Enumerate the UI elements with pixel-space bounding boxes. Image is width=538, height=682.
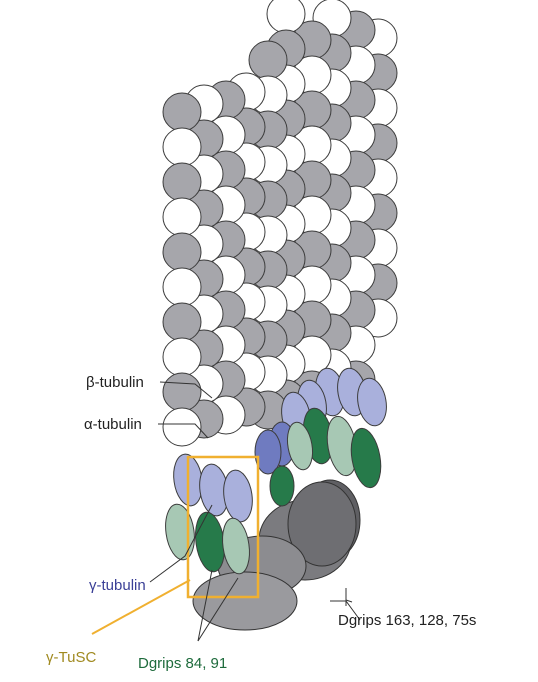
dgrip-84-91-subunit [162, 502, 198, 561]
alpha-tubulin-subunit [163, 268, 201, 306]
dgrips-163-bracket [346, 588, 352, 606]
gamma-tusc-label: γ-TuSC [46, 649, 96, 666]
alpha-tubulin-subunit [163, 128, 201, 166]
dgrip-84-91-subunit [270, 466, 294, 506]
beta-tubulin-subunit [163, 93, 201, 131]
alpha-tubulin-label: α-tubulin [84, 416, 142, 433]
dgrips-84-91-label: Dgrips 84, 91 [138, 655, 227, 672]
alpha-tubulin-subunit [163, 408, 201, 446]
dgrips-163-128-75s-label: Dgrips 163, 128, 75s [338, 612, 476, 629]
beta-tubulin-subunit [163, 233, 201, 271]
gamma-tubulin-subunit [221, 468, 256, 523]
alpha-tubulin-subunit [267, 0, 305, 33]
beta-tubulin-subunit [163, 303, 201, 341]
left-gamma-tusc-group [162, 452, 255, 575]
gamma-tubulin-label: γ-tubulin [89, 577, 146, 594]
beta-tubulin-subunit [163, 163, 201, 201]
alpha-tubulin-subunit [163, 338, 201, 376]
dgrip-large-bottom [193, 572, 297, 630]
beta-tubulin-subunit [249, 41, 287, 79]
beta-tubulin-label: β-tubulin [86, 374, 144, 391]
alpha-tubulin-subunit [163, 198, 201, 236]
beta-tubulin-subunit [163, 373, 201, 411]
